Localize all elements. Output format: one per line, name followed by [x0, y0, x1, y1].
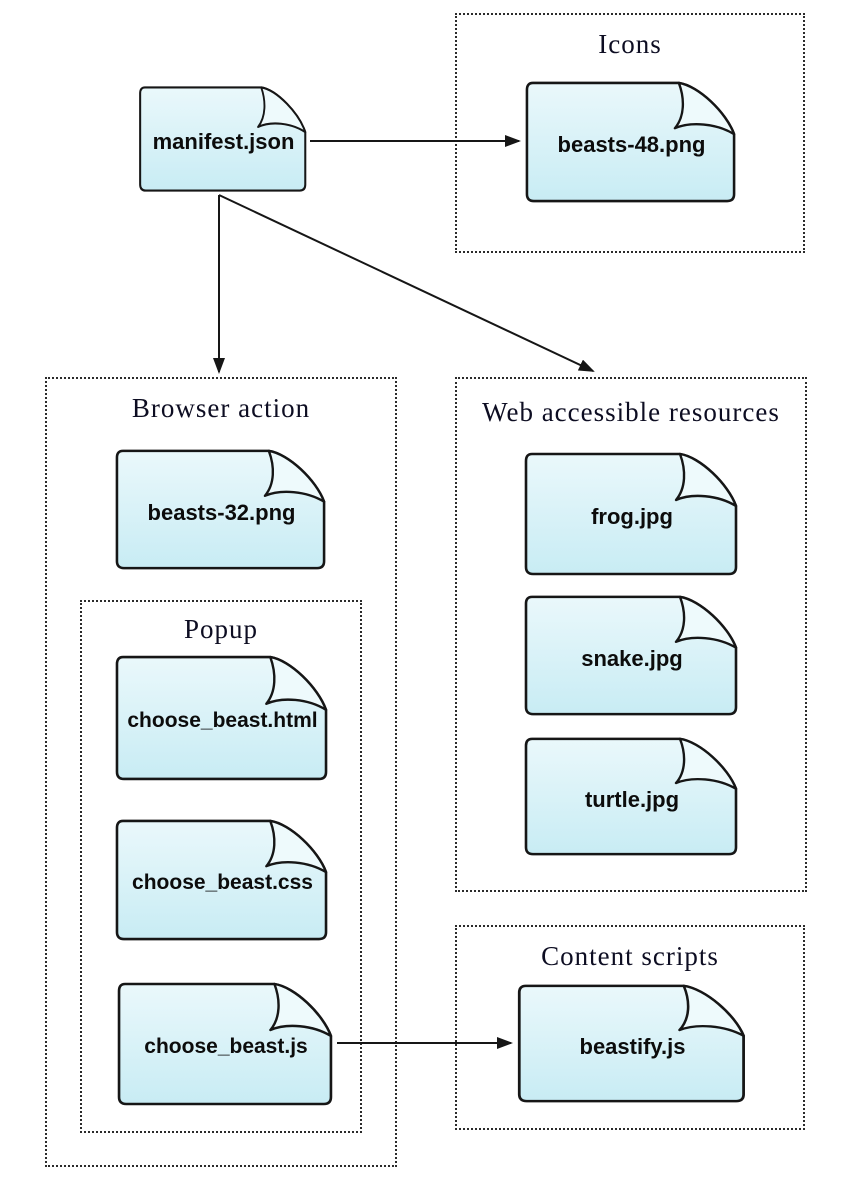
- file-choose-beast-html-label: choose_beast.html: [127, 709, 318, 732]
- group-popup: Popup: [80, 600, 362, 1133]
- file-choose-beast-css: choose_beast.css: [113, 817, 332, 943]
- file-beasts-32-png-label: beasts-32.png: [147, 499, 296, 525]
- group-web-accessible-resources: Web accessible resources: [455, 377, 807, 892]
- file-manifest-json-label: manifest.json: [152, 129, 295, 154]
- group-content-scripts-title: Content scripts: [541, 941, 719, 971]
- file-turtle-jpg: turtle.jpg: [522, 735, 742, 858]
- group-content-scripts: Content scripts: [455, 925, 805, 1130]
- file-frog-jpg-label: frog.jpg: [591, 504, 673, 529]
- file-choose-beast-html: choose_beast.html: [113, 653, 332, 783]
- file-manifest-json: manifest.json: [137, 84, 310, 194]
- file-snake-jpg-label: snake.jpg: [581, 645, 683, 671]
- file-beastify-js: beastify.js: [515, 982, 750, 1105]
- file-turtle-jpg-label: turtle.jpg: [584, 786, 680, 812]
- file-beasts-32-png: beasts-32.png: [113, 447, 330, 572]
- group-icons: Icons: [455, 13, 805, 253]
- group-icons-title: Icons: [598, 29, 662, 59]
- file-beastify-js-label: beastify.js: [579, 1033, 686, 1059]
- file-snake-jpg: snake.jpg: [522, 593, 742, 718]
- file-beasts-48-png-label: beasts-48.png: [557, 132, 706, 157]
- file-frog-jpg: frog.jpg: [522, 450, 742, 578]
- file-choose-beast-js-label: choose_beast.js: [144, 1035, 308, 1058]
- file-choose-beast-js: choose_beast.js: [115, 980, 337, 1108]
- group-popup-title: Popup: [183, 614, 259, 644]
- group-browser-action: Browser action: [45, 377, 397, 1167]
- file-beasts-48-png: beasts-48.png: [523, 79, 740, 205]
- file-choose-beast-css-label: choose_beast.css: [132, 871, 313, 894]
- group-web-accessible-resources-title: Web accessible resources: [482, 397, 780, 427]
- group-browser-action-title: Browser action: [131, 393, 311, 423]
